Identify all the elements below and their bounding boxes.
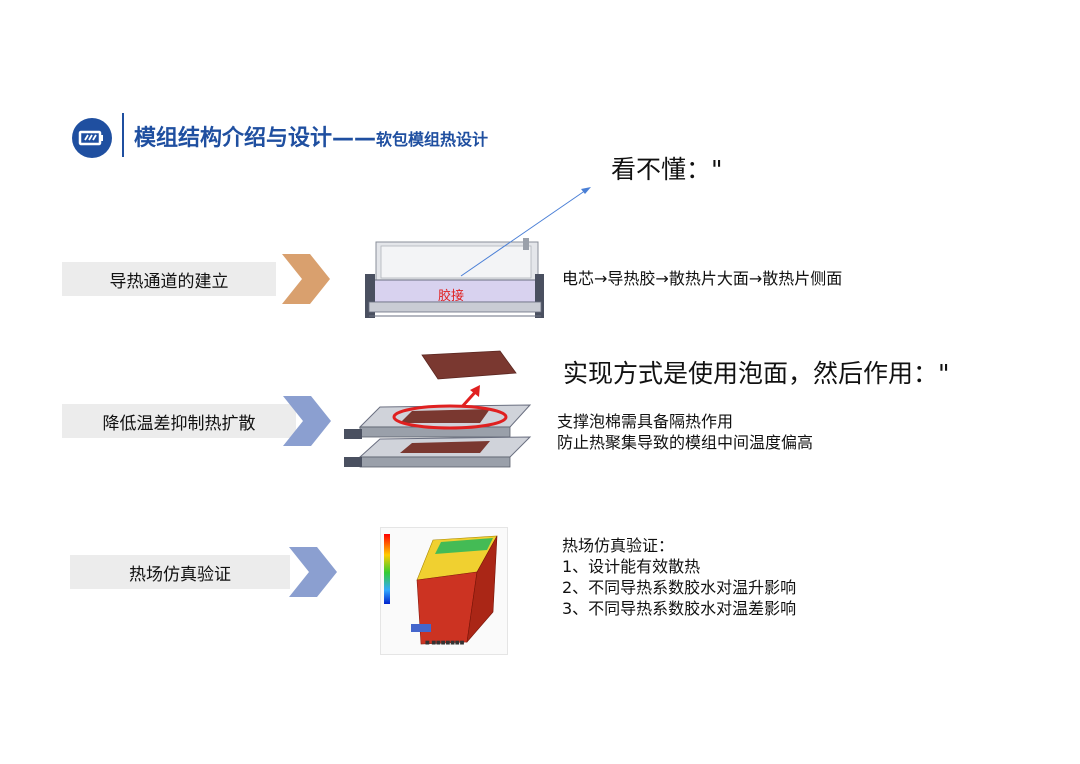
title-dash: —— [332,126,377,151]
row2-line-1: 支撑泡棉需具备隔热作用 [557,412,734,431]
row2-description: 支撑泡棉需具备隔热作用 防止热聚集导致的模组中间温度偏高 [557,411,813,453]
glue-tag: 胶接 [438,289,465,304]
simulation-caption: ■ ■■■■■■■ [425,640,465,646]
row3-description: 热场仿真验证： 1、设计能有效散热 2、不同导热系数胶水对温升影响 3、不同导热… [562,535,796,619]
annotation-top: 看不懂：" [611,155,723,184]
row3-line-3: 2、不同导热系数胶水对温升影响 [562,578,797,597]
step-label-thermal-simulation: 热场仿真验证 [70,555,290,589]
page-title: 模组结构介绍与设计——软包模组热设计 [134,120,488,152]
chevron-right-icon [282,254,330,304]
row3-line-4: 3、不同导热系数胶水对温差影响 [562,599,797,618]
title-subtitle: 软包模组热设计 [376,130,489,149]
row3-line-1: 热场仿真验证： [562,536,675,555]
step-label-temperature-diff: 降低温差抑制热扩散 [62,404,296,438]
pointer-arrow [460,187,591,277]
row2-line-2: 防止热聚集导致的模组中间温度偏高 [557,433,814,452]
foam-exploded-view-image [340,345,536,483]
annotation-middle: 实现方式是使用泡面，然后作用：" [563,359,950,388]
thermal-simulation-image: ■ ■■■■■■■ [380,527,508,655]
row3-line-2: 1、设计能有效散热 [562,557,701,576]
header-divider [122,113,124,157]
battery-module-icon [72,118,112,158]
chevron-right-icon [283,396,331,446]
module-crosssection-image [363,230,548,324]
step-label-heat-channel: 导热通道的建立 [62,262,276,296]
chevron-right-icon [289,547,337,597]
title-main: 模组结构介绍与设计 [134,126,333,151]
row1-description: 电芯→导热胶→散热片大面→散热片侧面 [562,269,843,288]
